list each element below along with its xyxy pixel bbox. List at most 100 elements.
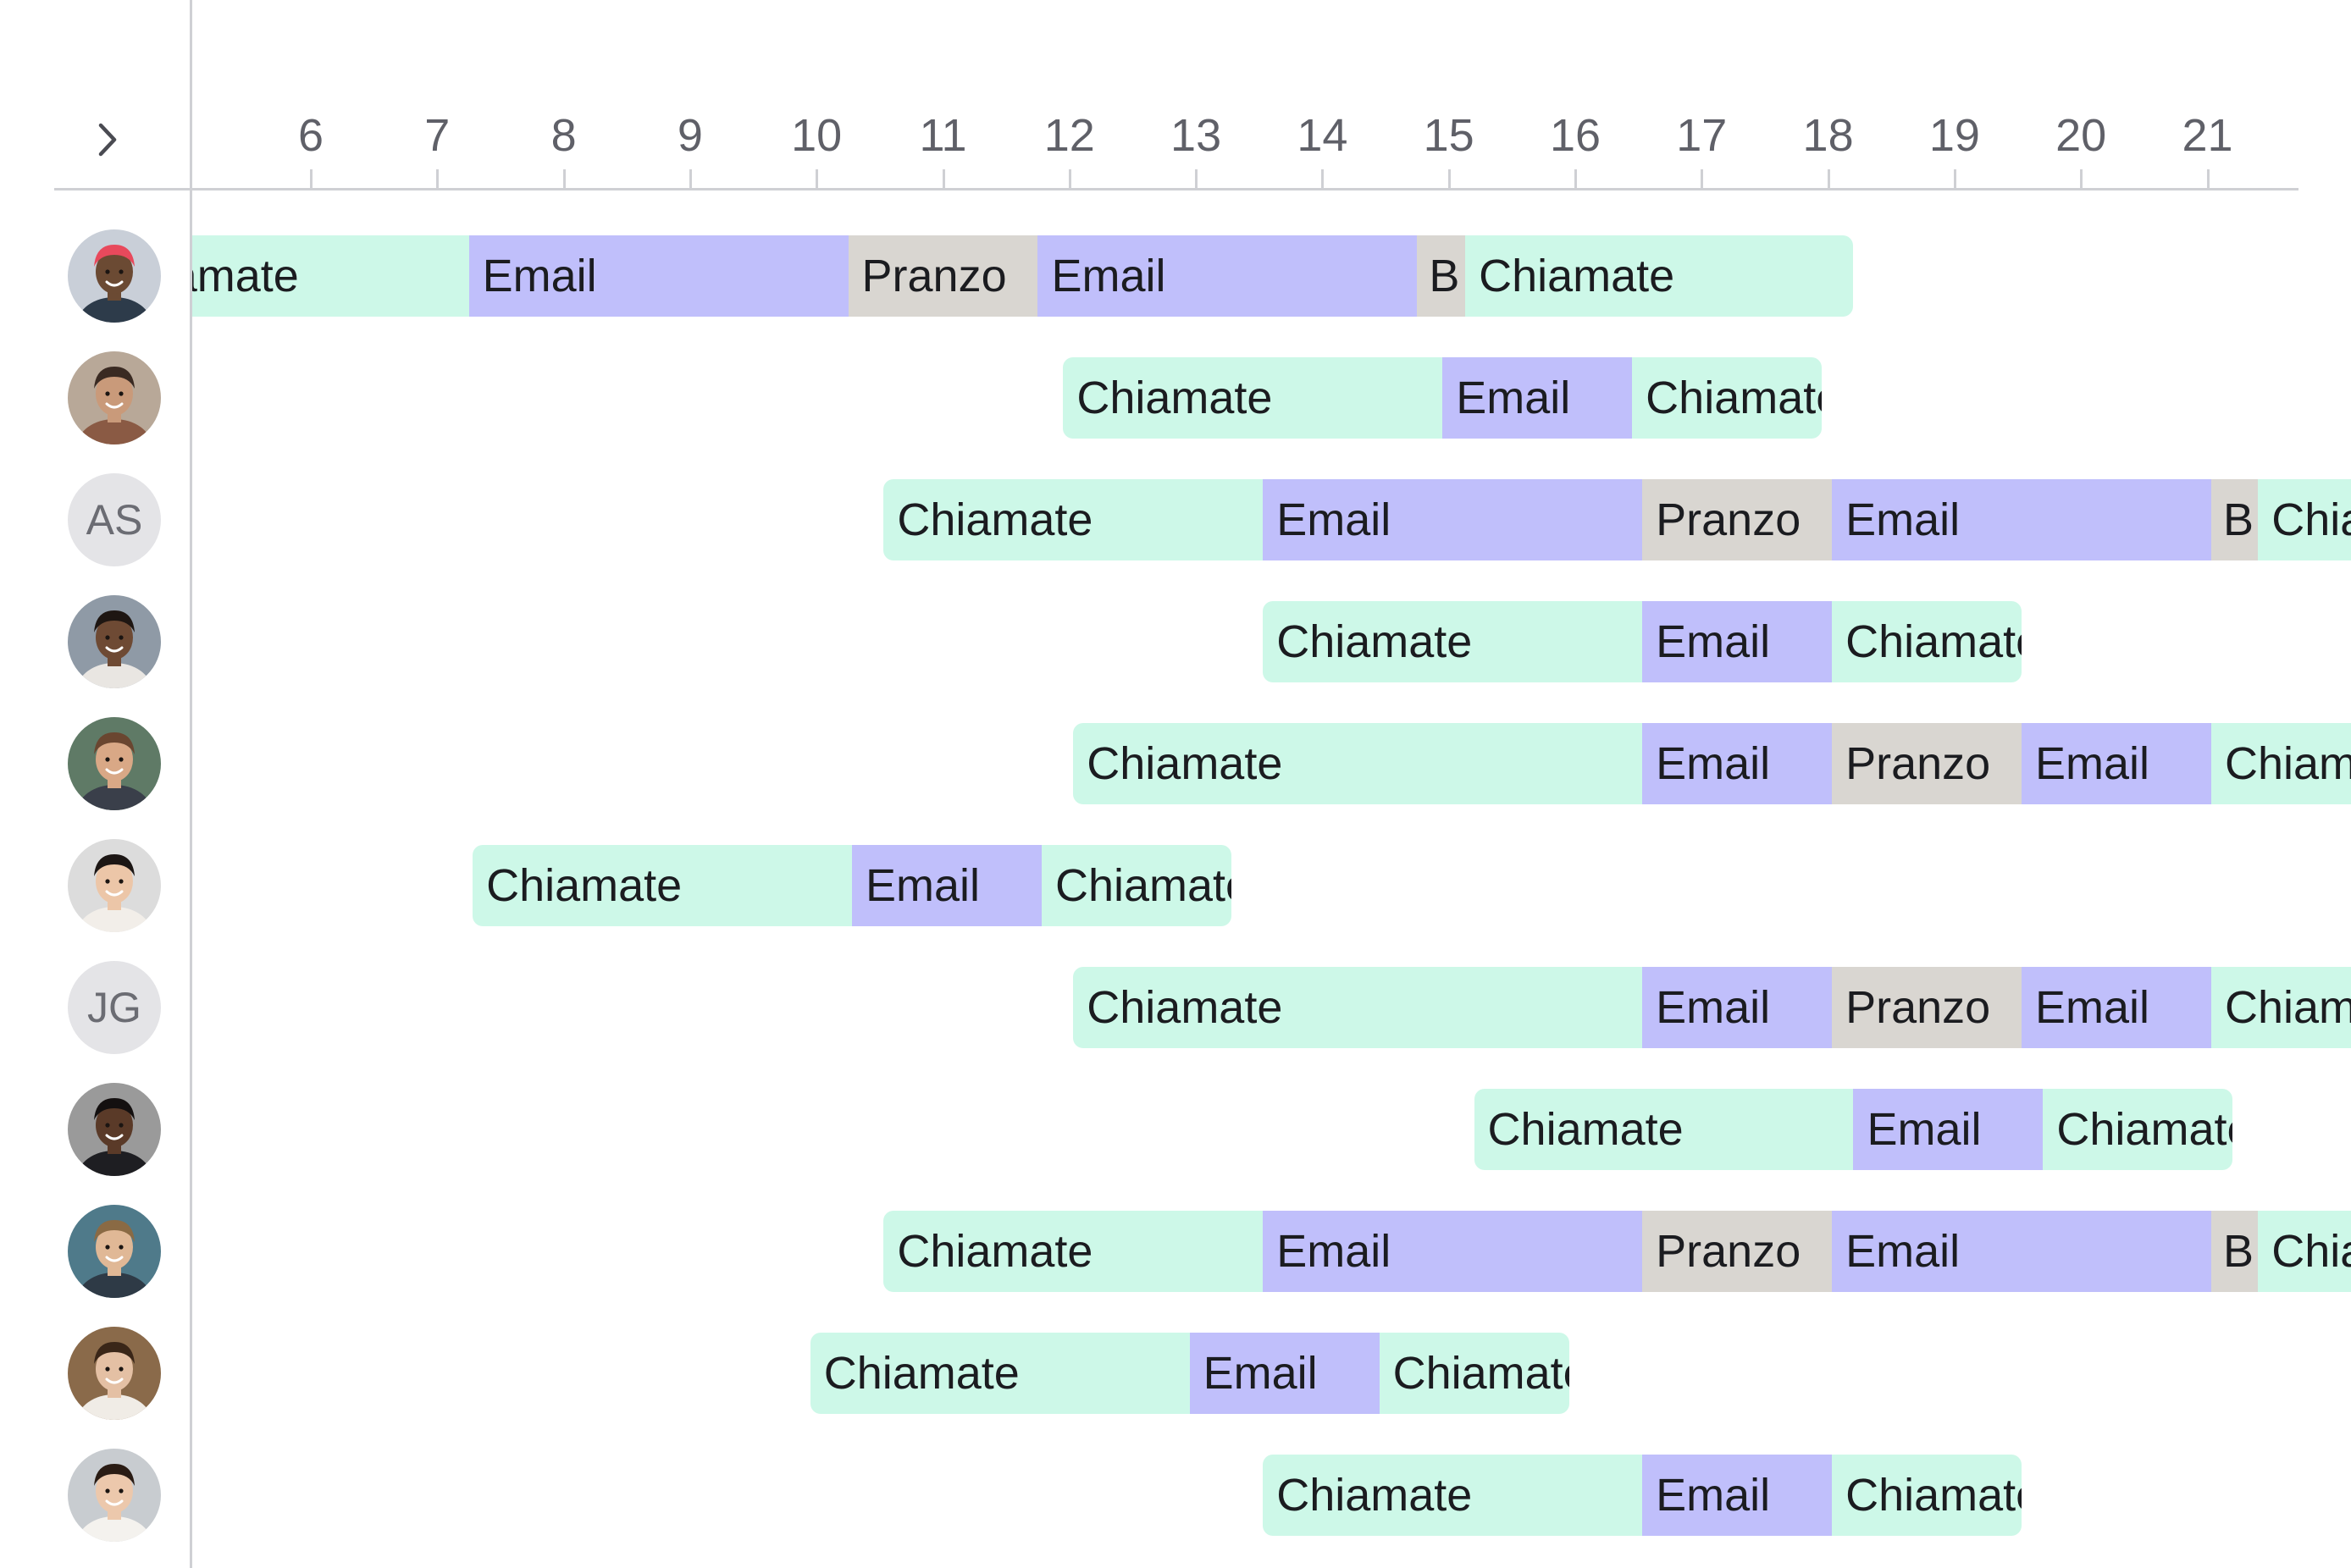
hour-tick-label: 6 xyxy=(297,110,324,161)
hour-tick-label: 17 xyxy=(1676,110,1728,161)
shift-segment-lunch[interactable]: Pranzo xyxy=(1832,967,2022,1048)
employee-avatar[interactable] xyxy=(68,351,161,444)
employee-avatar[interactable] xyxy=(68,839,161,932)
shift-segment-email[interactable]: Email xyxy=(852,845,1042,926)
shift-segment-call[interactable]: Chiamate xyxy=(883,479,1264,560)
hour-tick-mark xyxy=(1701,169,1704,190)
shift-segment-lunch[interactable]: Pranzo xyxy=(1642,479,1833,560)
shift-segment-email[interactable]: Email xyxy=(1853,1089,2044,1170)
shift-segment-lunch[interactable]: Pranzo xyxy=(848,235,1038,317)
hour-tick-mark xyxy=(2080,169,2083,190)
shift-segment-call[interactable]: Chiamate xyxy=(1263,1455,1643,1536)
shift-segment-email[interactable]: Email xyxy=(1642,601,1833,682)
employee-avatar[interactable] xyxy=(68,1205,161,1298)
employee-avatar-initials[interactable]: AS xyxy=(68,473,161,566)
hour-tick-label: 10 xyxy=(791,110,843,161)
shift-segment-lunch[interactable]: Pranzo xyxy=(1832,723,2022,804)
person-photo-icon xyxy=(68,595,161,688)
hour-tick-mark xyxy=(310,169,313,190)
hour-tick-mark xyxy=(436,169,440,190)
person-photo-icon xyxy=(68,839,161,932)
person-photo-icon xyxy=(68,1449,161,1542)
shift-segment-call[interactable]: Chiamate xyxy=(810,1333,1190,1414)
shift-segment-call[interactable]: Chiamate xyxy=(2210,723,2351,804)
header-divider xyxy=(54,188,2298,190)
employee-avatar[interactable] xyxy=(68,1327,161,1420)
employee-schedule-row: ChiamateEmailChiamate xyxy=(192,601,2351,682)
employee-avatar-initials[interactable]: JG xyxy=(68,961,161,1054)
shift-segment-call[interactable]: Chiamate xyxy=(1832,1455,2022,1536)
employee-schedule-row: ChiamateEmailChiamate xyxy=(192,1455,2351,1536)
hour-tick-label: 15 xyxy=(1423,110,1474,161)
hour-tick-label: 14 xyxy=(1297,110,1348,161)
shift-segment-email[interactable]: Email xyxy=(1642,967,1833,1048)
shift-segment-call[interactable]: Chiamate xyxy=(1832,601,2022,682)
shift-segment-email[interactable]: Email xyxy=(1642,1455,1833,1536)
avatar-initials-text: JG xyxy=(87,984,141,1031)
shift-segment-email[interactable]: Email xyxy=(2022,967,2211,1048)
shift-segment-break[interactable]: B xyxy=(1417,235,1466,317)
shift-segment-call[interactable]: Chiamate xyxy=(883,1211,1264,1292)
employee-schedule-row: ChiamateEmailChiamate xyxy=(192,1089,2351,1170)
shift-segment-call[interactable]: Chiamate xyxy=(1073,723,1643,804)
shift-segment-call[interactable]: Chiamate xyxy=(1063,357,1443,439)
employee-avatar[interactable] xyxy=(68,1449,161,1542)
employee-avatar[interactable] xyxy=(68,717,161,810)
sidebar-divider xyxy=(190,0,192,1568)
shift-segment-call[interactable]: Chiamate xyxy=(1379,1333,1569,1414)
employee-schedule-row: ChiamateEmailPranzoEmailBChiamate xyxy=(192,479,2351,560)
shift-segment-email[interactable]: Email xyxy=(468,235,849,317)
shift-segment-email[interactable]: Email xyxy=(1832,479,2211,560)
employee-avatar[interactable] xyxy=(68,229,161,323)
hour-tick-label: 12 xyxy=(1043,110,1095,161)
employee-avatar[interactable] xyxy=(68,1083,161,1176)
person-photo-icon xyxy=(68,351,161,444)
shift-segment-email[interactable]: Email xyxy=(2022,723,2211,804)
shift-segment-call[interactable]: Chiamate xyxy=(1263,601,1643,682)
hour-tick-label: 11 xyxy=(919,110,967,161)
shift-segment-call[interactable]: Chiamate xyxy=(2258,1211,2351,1292)
avatar-initials-text: AS xyxy=(86,496,143,544)
shift-segment-email[interactable]: Email xyxy=(1442,357,1633,439)
shift-segment-call[interactable]: Chiamate xyxy=(192,235,469,317)
shift-segment-call[interactable]: Chiamate xyxy=(1041,845,1231,926)
shift-segment-break[interactable]: B xyxy=(2210,479,2259,560)
shift-segment-email[interactable]: Email xyxy=(1263,479,1643,560)
shift-segment-email[interactable]: Email xyxy=(1832,1211,2211,1292)
hour-tick-label: 7 xyxy=(424,110,451,161)
shift-segment-call[interactable]: Chiamate xyxy=(2210,967,2351,1048)
shift-segment-email[interactable]: Email xyxy=(1642,723,1833,804)
person-photo-icon xyxy=(68,1083,161,1176)
employee-avatar[interactable] xyxy=(68,595,161,688)
hour-tick-label: 18 xyxy=(1802,110,1854,161)
shift-segment-call[interactable]: Chiamate xyxy=(1632,357,1823,439)
hour-tick-mark xyxy=(1953,169,1956,190)
hour-tick-label: 16 xyxy=(1549,110,1601,161)
hour-tick-mark xyxy=(1574,169,1577,190)
hour-tick-mark xyxy=(1827,169,1830,190)
shift-segment-break[interactable]: B xyxy=(2210,1211,2259,1292)
shift-segment-email[interactable]: Email xyxy=(1189,1333,1380,1414)
shift-segment-call[interactable]: Chiamate xyxy=(1474,1089,1854,1170)
employee-schedule-row: ChiamateEmailChiamate xyxy=(192,1333,2351,1414)
expand-sidebar-button[interactable] xyxy=(78,110,137,169)
hour-tick-mark xyxy=(689,169,692,190)
person-photo-icon xyxy=(68,717,161,810)
shift-segment-call[interactable]: Chiamate xyxy=(1465,235,1854,317)
shift-segment-call[interactable]: Chiamate xyxy=(473,845,852,926)
hour-tick-label: 9 xyxy=(677,110,703,161)
shift-segment-call[interactable]: Chiamate xyxy=(1073,967,1643,1048)
hour-tick-label: 13 xyxy=(1170,110,1222,161)
hour-tick-label: 19 xyxy=(1928,110,1980,161)
hour-tick-mark xyxy=(1068,169,1071,190)
shift-segment-email[interactable]: Email xyxy=(1263,1211,1643,1292)
shift-segment-email[interactable]: Email xyxy=(1037,235,1418,317)
hour-tick-label: 8 xyxy=(550,110,577,161)
employee-schedule-row: ChiamateEmailChiamate xyxy=(192,357,2351,439)
hour-tick-mark xyxy=(562,169,566,190)
shift-segment-call[interactable]: Chiamate xyxy=(2258,479,2351,560)
person-photo-icon xyxy=(68,1205,161,1298)
shift-segment-lunch[interactable]: Pranzo xyxy=(1642,1211,1833,1292)
shift-segment-call[interactable]: Chiamate xyxy=(2043,1089,2233,1170)
